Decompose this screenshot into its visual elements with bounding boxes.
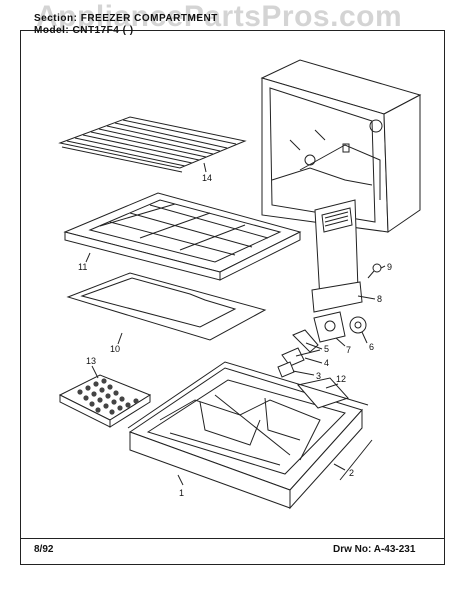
watermark: AppliancePartsPros.com	[36, 0, 403, 33]
freezer-floor-tray	[127, 361, 373, 510]
callout-8: 8	[377, 294, 382, 304]
refrigerator-cabinet	[260, 59, 422, 233]
leader-lines	[85, 162, 386, 486]
footer-bar	[20, 538, 445, 565]
callout-4: 4	[324, 358, 329, 368]
callout-13: 13	[86, 356, 96, 366]
callout-6: 6	[369, 342, 374, 352]
callout-1: 1	[179, 488, 184, 498]
callout-9: 9	[387, 262, 392, 272]
screw	[367, 263, 382, 279]
callout-2: 2	[349, 468, 354, 478]
insulation-pad	[66, 272, 267, 341]
callout-14: 14	[202, 173, 212, 183]
wire-shelf	[58, 116, 247, 173]
page-frame	[20, 30, 445, 565]
fan-assembly	[277, 311, 367, 378]
ice-cube-tray	[58, 374, 152, 428]
revision-date: 8/92	[34, 544, 54, 555]
callout-12: 12	[336, 374, 346, 384]
callout-5: 5	[324, 344, 329, 354]
shelf-frame	[63, 192, 302, 281]
section-title: Section: FREEZER COMPARTMENT	[34, 13, 218, 24]
evaporator-cover	[311, 199, 363, 313]
callout-7: 7	[346, 345, 351, 355]
model-number: Model: CNT17F4 ( )	[34, 25, 134, 36]
callout-10: 10	[110, 344, 120, 354]
callout-3: 3	[316, 371, 321, 381]
callout-11: 11	[78, 262, 87, 272]
drawing-number: Drw No: A-43-231	[333, 544, 416, 555]
